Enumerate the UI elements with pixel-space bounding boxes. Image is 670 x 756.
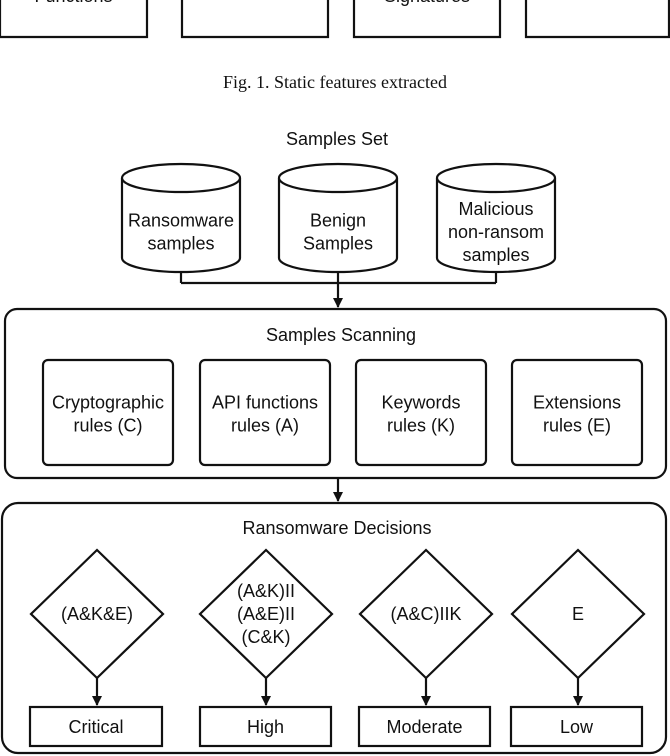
- malicious-non-ransom-database-icon: [435, 178, 557, 274]
- samples-scanning-panel: [3, 307, 668, 480]
- sample-label: samples: [462, 245, 529, 265]
- cylinder-top: [277, 162, 399, 194]
- ransomware-decisions-panel: [0, 501, 668, 755]
- sample-label: samples: [147, 234, 214, 254]
- decision-condition: (C&K): [242, 627, 291, 647]
- severity-box: [198, 705, 333, 748]
- feature-box: [0, 0, 149, 39]
- ransomware-samples-database-icon: [120, 178, 242, 274]
- decision-condition: (A&K)II: [237, 581, 295, 601]
- severity-box: [509, 705, 644, 748]
- sample-label: Benign: [310, 211, 366, 231]
- samples-set-title: Samples Set: [286, 129, 388, 149]
- decision-condition: (A&C)IIK: [390, 604, 461, 624]
- feature-box: [524, 0, 670, 39]
- feature-box-label: Functions: [34, 0, 112, 6]
- sample-label: Malicious: [458, 199, 533, 219]
- severity-label-low: Low: [560, 717, 594, 737]
- figure-caption: Fig. 1. Static features extracted: [223, 72, 447, 92]
- decision-condition: (A&K&E): [61, 604, 133, 624]
- samples-scanning-title: Samples Scanning: [266, 325, 416, 345]
- rule-label: rules (C): [73, 416, 142, 436]
- rule-label: rules (K): [387, 416, 455, 436]
- ransomware-decisions-title: Ransomware Decisions: [242, 518, 431, 538]
- decision-condition: (A&E)II: [237, 604, 295, 624]
- rule-label: API functions: [212, 393, 318, 413]
- rule-label: rules (A): [231, 416, 299, 436]
- rule-label: Extensions: [533, 393, 621, 413]
- rule-label: Keywords: [381, 393, 460, 413]
- rule-box: [41, 358, 175, 467]
- benign-samples-database-icon: [277, 178, 399, 274]
- sample-label: Ransomware: [128, 211, 234, 231]
- severity-label-critical: Critical: [68, 717, 123, 737]
- sample-label: non-ransom: [448, 222, 544, 242]
- rule-box: [198, 358, 332, 467]
- feature-box: [352, 0, 502, 39]
- cylinder-top: [120, 162, 242, 194]
- severity-box: [28, 705, 164, 748]
- rule-label: Cryptographic: [52, 393, 164, 413]
- feature-box: [180, 0, 330, 39]
- sample-label: Samples: [303, 234, 373, 254]
- feature-box-label: Signatures: [384, 0, 470, 6]
- severity-label-high: High: [247, 717, 284, 737]
- rule-label: rules (E): [543, 416, 611, 436]
- rule-box: [354, 358, 488, 467]
- severity-box: [357, 705, 492, 748]
- severity-label-moderate: Moderate: [386, 717, 462, 737]
- decision-condition: E: [572, 604, 584, 624]
- rule-box: [510, 358, 644, 467]
- cylinder-top: [435, 162, 557, 194]
